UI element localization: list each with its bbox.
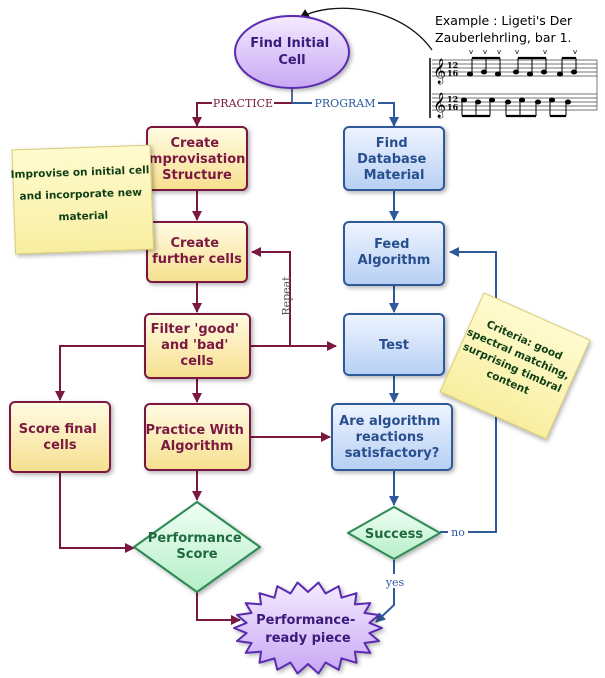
time-signature-top: 12 xyxy=(447,94,458,104)
node-label-line: Find Initial xyxy=(250,36,329,51)
node-create-further-cells: Create further cells xyxy=(146,221,248,283)
label-practice: PRACTICE xyxy=(213,97,273,110)
edge-performance-to-piece xyxy=(196,592,241,625)
svg-text:v: v xyxy=(483,48,487,56)
svg-text:Feed Algorithm: Feed Algorithm xyxy=(358,237,431,268)
node-find-initial-cell: Find Initial Cell xyxy=(234,15,350,89)
note-line: material xyxy=(58,210,108,224)
node-label-line: Structure xyxy=(162,168,232,183)
node-label-line: further cells xyxy=(152,252,242,267)
node-label-line: Cell xyxy=(278,53,305,68)
svg-text:v: v xyxy=(543,48,547,56)
node-label-line: ready piece xyxy=(265,631,351,646)
node-label-line: Create xyxy=(170,136,219,151)
node-label-line: Algorithm xyxy=(358,253,431,268)
node-label-line: Algorithm xyxy=(161,439,234,454)
node-test: Test xyxy=(343,313,445,376)
svg-text:Create further cells: Create further cells xyxy=(152,236,242,267)
node-practice-with-algorithm: Practice With Algorithm xyxy=(144,403,251,471)
node-find-database-material: Find Database Material xyxy=(343,126,445,191)
edge-labels: PRACTICE PROGRAM Repeat no yes xyxy=(212,96,468,589)
svg-text:Filter 'good' and 'bad': Filter 'good' and 'bad' cells xyxy=(151,322,244,369)
node-label-line: and 'bad' xyxy=(161,338,228,353)
node-label-line: Score xyxy=(176,547,217,562)
svg-text:Example : Ligeti's Der Z: Example : Ligeti's Der Zauberlehrling, b… xyxy=(435,13,576,45)
svg-text:Success: Success xyxy=(365,527,424,542)
example-caption: Example : Ligeti's Der Zauberlehrling, b… xyxy=(435,13,576,45)
node-label-line: cells xyxy=(43,438,76,453)
time-signature-bottom: 16 xyxy=(447,68,459,78)
node-label-line: Feed xyxy=(374,237,409,252)
node-algorithm-reactions: Are algorithm reactions satisfactory? xyxy=(331,403,453,471)
node-label-line: Practice With xyxy=(146,423,244,438)
note-criteria: Criteria: good spectral matching, surpri… xyxy=(439,292,591,440)
label-no: no xyxy=(451,526,465,539)
treble-clef-icon: 𝄞 xyxy=(433,58,446,84)
treble-clef-icon: 𝄞 xyxy=(433,92,446,118)
node-label-line: Material xyxy=(364,168,425,183)
node-label-line: Create xyxy=(170,236,219,251)
edge-example-pointer xyxy=(299,7,433,51)
time-signature-bottom: 16 xyxy=(447,102,459,112)
node-label-line: Success xyxy=(365,527,424,542)
node-label-line: satisfactory? xyxy=(345,446,440,461)
node-label-line: cells xyxy=(180,354,213,369)
node-label-line: Are algorithm xyxy=(339,414,440,429)
svg-text:Find Initial Cell: Find Initial Cell xyxy=(250,36,333,68)
label-yes: yes xyxy=(385,576,405,589)
time-signature-top: 12 xyxy=(447,60,458,70)
example-caption-line: Zauberlehrling, bar 1. xyxy=(435,30,572,45)
svg-text:v: v xyxy=(497,48,501,56)
svg-text:Performance- ready piece: Performance- ready piece xyxy=(256,613,360,646)
label-repeat: Repeat xyxy=(280,276,293,316)
node-label-line: Database xyxy=(357,152,426,167)
svg-text:Improvise on initial cell: Improvise on initial cell and incorporat… xyxy=(10,164,154,225)
edge-score-to-performance xyxy=(59,472,135,553)
node-label-line: Score final xyxy=(19,422,97,437)
node-performance-ready-piece: Performance- ready piece xyxy=(233,581,383,675)
node-filter-cells: Filter 'good' and 'bad' cells xyxy=(144,313,251,379)
node-label-line: reactions xyxy=(356,430,425,445)
svg-text:Score final cells: Score final cells xyxy=(19,422,101,453)
node-label-line: Test xyxy=(379,338,409,353)
svg-text:v: v xyxy=(573,48,577,56)
node-performance-score: Performance Score xyxy=(133,501,261,593)
node-label-line: Performance- xyxy=(256,613,355,628)
node-feed-algorithm: Feed Algorithm xyxy=(343,221,445,286)
svg-text:Create Improvisation: Create Improvisation Structure xyxy=(144,136,250,183)
edge-filter-to-score xyxy=(55,345,145,401)
svg-text:Are algorithm reactions: Are algorithm reactions satisfactory? xyxy=(339,414,445,461)
node-label-line: Find xyxy=(376,136,408,151)
svg-text:v: v xyxy=(515,48,519,56)
note-line: Improvise on initial cell xyxy=(10,164,149,181)
edge-success-yes xyxy=(375,560,395,623)
node-score-final-cells: Score final cells xyxy=(9,401,111,473)
svg-text:Practice With Algorithm: Practice With Algorithm xyxy=(146,423,249,454)
node-success: Success xyxy=(347,506,441,560)
node-label-line: Filter 'good' xyxy=(151,322,239,337)
svg-text:Performance Score: Performance Score xyxy=(148,531,246,562)
label-program: PROGRAM xyxy=(315,97,376,110)
svg-text:v: v xyxy=(469,48,473,56)
music-score-image: 𝄞 𝄞 12 16 12 16 xyxy=(429,48,598,118)
node-label-line: Performance xyxy=(148,531,242,546)
svg-text:Test: Test xyxy=(379,338,409,353)
svg-text:Find Database Mate: Find Database Material xyxy=(357,136,431,183)
note-improvise: Improvise on initial cell and incorporat… xyxy=(10,144,155,255)
node-label-line: Improvisation xyxy=(144,152,245,167)
node-create-improvisation-structure: Create Improvisation Structure xyxy=(144,126,250,191)
example-caption-line: Example : Ligeti's Der xyxy=(435,13,573,28)
note-line: and incorporate new xyxy=(19,186,142,202)
